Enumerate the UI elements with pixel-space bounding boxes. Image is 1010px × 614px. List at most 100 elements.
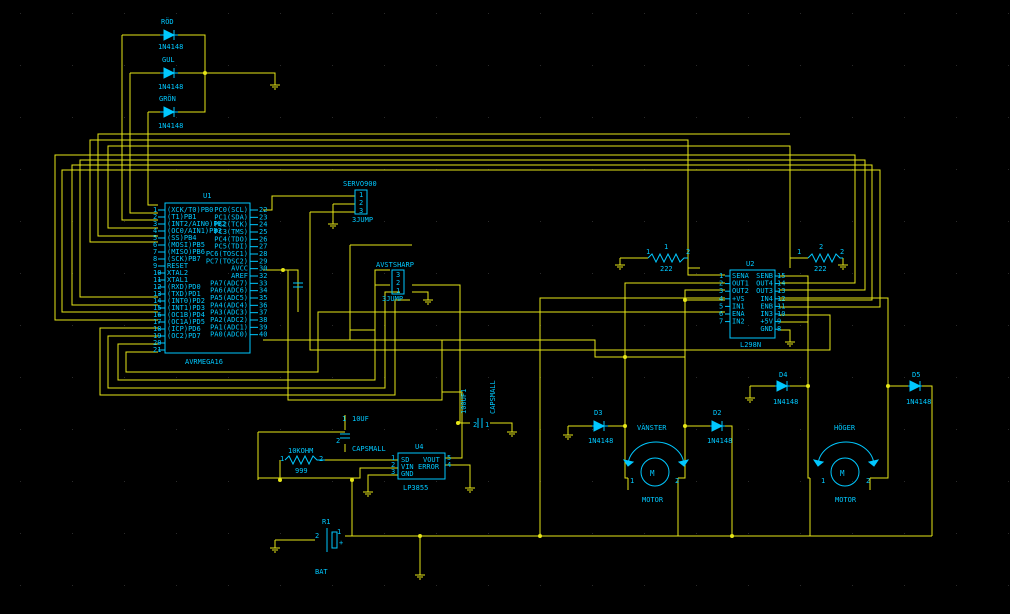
batt-part: BAT	[315, 568, 328, 576]
chip-u1[interactable]: U1 1(XCK/T0)PB02(T1)PB13(INT2/AIN0)PB24(…	[153, 192, 267, 366]
svg-text:2: 2	[359, 199, 363, 207]
avst-connector[interactable]: AVSTSHARP 321 3JUMP	[376, 261, 414, 303]
grid-dot	[280, 65, 281, 66]
svg-text:2: 2	[315, 532, 319, 540]
u1-right-pin-name: PC2(TCK)	[214, 221, 248, 229]
resistor-left[interactable]: 1 1 2 222	[646, 243, 690, 273]
grid-dot	[384, 429, 385, 430]
grid-dot	[748, 377, 749, 378]
grid-dot	[124, 481, 125, 482]
u1-right-pin-name: AVCC	[231, 265, 248, 273]
grid-dot	[696, 429, 697, 430]
grid-dot	[176, 585, 177, 586]
grid-dot	[540, 273, 541, 274]
grid-dot	[748, 273, 749, 274]
grid-dot	[488, 377, 489, 378]
grid-dot	[332, 13, 333, 14]
u2-right-pin-name: OUT4	[756, 280, 773, 288]
svg-text:1: 1	[359, 191, 363, 199]
grid-dot	[488, 221, 489, 222]
grid-dot	[696, 221, 697, 222]
grid-dot	[436, 429, 437, 430]
diode-gron[interactable]: GRÖN 1N4148	[158, 94, 183, 130]
u1-left-pin-num: 7	[153, 248, 157, 256]
diode-d2[interactable]: D2 1N4148	[707, 409, 732, 445]
grid-dot	[228, 325, 229, 326]
d4-label: D4	[779, 371, 787, 379]
capacitor-100uf[interactable]: 100UF1 CAPSMALL 2 1	[460, 380, 497, 429]
grid-dot	[1008, 65, 1009, 66]
grid-dot	[644, 377, 645, 378]
grid-dot	[436, 533, 437, 534]
grid-dot	[384, 533, 385, 534]
motor-hoger-m: M	[840, 469, 845, 478]
grid-dot	[332, 585, 333, 586]
grid-dot	[956, 117, 957, 118]
u1-right-pin-name: PC0(SCL)	[214, 206, 248, 214]
diode-gul[interactable]: GUL 1N4148	[158, 56, 183, 91]
svg-text:1: 1	[391, 454, 395, 462]
u1-left-pin-num: 2	[153, 213, 157, 221]
chip-u4[interactable]: U4 SD VIN GND VOUT ERROR 123 54 LP3855	[391, 443, 451, 492]
grid-dot	[592, 429, 593, 430]
grid-dot	[280, 429, 281, 430]
u2-right-pin-num: 14	[777, 280, 785, 288]
grid-dot	[800, 429, 801, 430]
grid-dot	[332, 429, 333, 430]
u1-left-pin-num: 17	[153, 318, 161, 326]
cap-100uf-label: 100UF1	[460, 389, 468, 414]
motor-vanster-m: M	[650, 469, 655, 478]
u1-left-pin-name: (OC2)PD7	[167, 332, 201, 340]
u2-left-pin-name: SENA	[732, 272, 750, 280]
u1-right-pin-name: AREF	[231, 272, 248, 280]
grid-dot	[852, 377, 853, 378]
u2-right-pin-name: GND	[760, 325, 773, 333]
grid-dot	[540, 65, 541, 66]
grid-dot	[592, 13, 593, 14]
svg-text:3: 3	[359, 207, 363, 215]
grid-dot	[228, 117, 229, 118]
diode-rod[interactable]: RÖD 1N4148	[158, 17, 183, 51]
svg-text:1: 1	[280, 455, 284, 463]
grid-dot	[644, 429, 645, 430]
capacitor-10uf[interactable]: 1 10UF 2 CAPSMALL	[336, 415, 386, 453]
diode-d5[interactable]: D5 1N4148	[906, 371, 931, 406]
servo-connector[interactable]: SERVO900 123 3JUMP	[343, 180, 377, 224]
grid-dot	[800, 481, 801, 482]
u1-left-pin-name: (TXD)PD1	[167, 290, 201, 298]
u1-right-pin-num: 27	[259, 243, 267, 251]
grid-dot	[228, 481, 229, 482]
grid-dot	[436, 221, 437, 222]
grid-dot	[176, 325, 177, 326]
grid-dot	[176, 481, 177, 482]
diode-d4[interactable]: D4 1N4148	[773, 371, 798, 406]
u1-right-pin-num: 35	[259, 294, 267, 302]
grid-dot	[956, 13, 957, 14]
grid-dot	[1008, 481, 1009, 482]
grid-dot	[228, 377, 229, 378]
u2-left-pin-name: OUT2	[732, 287, 749, 295]
u1-left-pin-num: 4	[153, 227, 157, 235]
grid-dot	[644, 273, 645, 274]
u1-right-pin-name: PA7(ADC7)	[210, 279, 248, 287]
r-right-pin1: 1	[797, 248, 801, 256]
grid-dot	[748, 65, 749, 66]
cap-10uf-part: CAPSMALL	[352, 445, 386, 453]
u1-right-pin-name: PA1(ADC1)	[210, 323, 248, 331]
grid-dot	[20, 13, 21, 14]
u1-right-pin-num: 38	[259, 316, 267, 324]
diode-d3[interactable]: D3 1N4148	[588, 409, 613, 445]
u2-right-pin-name: IN4	[760, 295, 773, 303]
grid-dot	[436, 325, 437, 326]
grid-dot	[852, 585, 853, 586]
svg-text:2: 2	[473, 421, 477, 429]
grid-dot	[436, 13, 437, 14]
resistor-right[interactable]: 1 2 2 222	[797, 243, 844, 273]
grid-dot	[644, 13, 645, 14]
